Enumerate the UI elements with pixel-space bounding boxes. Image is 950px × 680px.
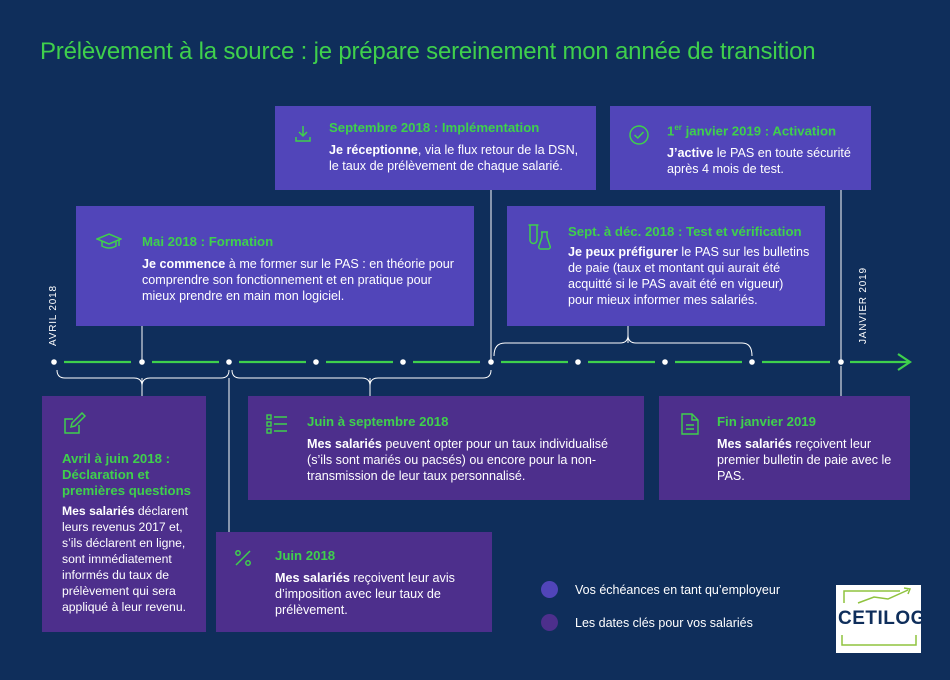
bracket-top-a <box>493 334 629 357</box>
download-icon <box>293 124 313 144</box>
legend-swatch <box>541 581 558 598</box>
cetilog-logo: CETILOG <box>836 585 921 653</box>
card-declaration: Avril à juin 2018 : Déclaration et premi… <box>42 396 206 632</box>
bracket-left-a <box>56 369 143 387</box>
card-text: J’active le PAS en toute sécurité après … <box>667 146 851 177</box>
legend-label: Vos échéances en tant qu’employeur <box>575 582 780 597</box>
flask-icon <box>527 224 551 250</box>
card-fin-janvier: Fin janvier 2019 Mes salariés reçoivent … <box>659 396 910 500</box>
card-text: Je réceptionne, via le flux retour de la… <box>329 143 579 173</box>
graduation-cap-icon <box>96 232 122 252</box>
card-text: Mes salariés reçoivent leur premier bull… <box>717 437 892 483</box>
percent-icon <box>234 549 252 567</box>
legend-swatch <box>541 614 558 631</box>
axis-label-end: JANVIER 2019 <box>858 267 869 344</box>
card-formation: Mai 2018 : Formation Je commence à me fo… <box>76 206 474 326</box>
legend-employer: Vos échéances en tant qu’employeur <box>541 581 780 598</box>
card-test: Sept. à déc. 2018 : Test et vérification… <box>507 206 825 326</box>
card-juin: Juin 2018 Mes salariés reçoivent leur av… <box>216 532 492 632</box>
bracket-top-b <box>627 334 753 357</box>
card-title: 1er janvier 2019 : Activation <box>667 123 837 139</box>
card-text: Mes salariés déclarent leurs revenus 201… <box>62 504 189 614</box>
document-icon <box>681 413 699 435</box>
card-title: Avril à juin 2018 : Déclaration et premi… <box>62 451 191 498</box>
bracket-mid-b <box>369 369 492 387</box>
card-title: Septembre 2018 : Implémentation <box>329 120 540 135</box>
card-implementation: Septembre 2018 : Implémentation Je récep… <box>275 106 596 190</box>
card-juin-septembre: Juin à septembre 2018 Mes salariés peuve… <box>248 396 644 500</box>
card-text: Je peux préfigurer le PAS sur les bullet… <box>568 245 810 307</box>
timeline-dots <box>51 359 844 365</box>
check-circle-icon <box>628 124 650 146</box>
bracket-left-b <box>141 369 230 387</box>
card-text: Je commence à me former sur le PAS : en … <box>142 257 454 303</box>
logo-text: CETILOG <box>838 608 921 629</box>
legend-label: Les dates clés pour vos salariés <box>575 615 753 630</box>
legend-employee: Les dates clés pour vos salariés <box>541 614 753 631</box>
card-text: Mes salariés reçoivent leur avis d’impos… <box>275 571 455 617</box>
edit-form-icon <box>62 412 86 436</box>
card-title: Mai 2018 : Formation <box>142 234 274 249</box>
card-text: Mes salariés peuvent opter pour un taux … <box>307 437 609 483</box>
logo-graphic <box>841 587 917 646</box>
card-title: Juin à septembre 2018 <box>307 414 449 429</box>
card-title: Juin 2018 <box>275 548 336 563</box>
card-title: Sept. à déc. 2018 : Test et vérification <box>568 224 802 239</box>
bracket-mid-a <box>231 369 371 387</box>
axis-label-start: AVRIL 2018 <box>48 285 59 346</box>
timeline-arrow-icon <box>897 353 912 371</box>
card-activation: 1er janvier 2019 : Activation J’active l… <box>610 106 871 190</box>
list-icon <box>266 414 288 434</box>
card-title: Fin janvier 2019 <box>717 414 816 429</box>
page-title: Prélèvement à la source : je prépare ser… <box>40 38 816 65</box>
